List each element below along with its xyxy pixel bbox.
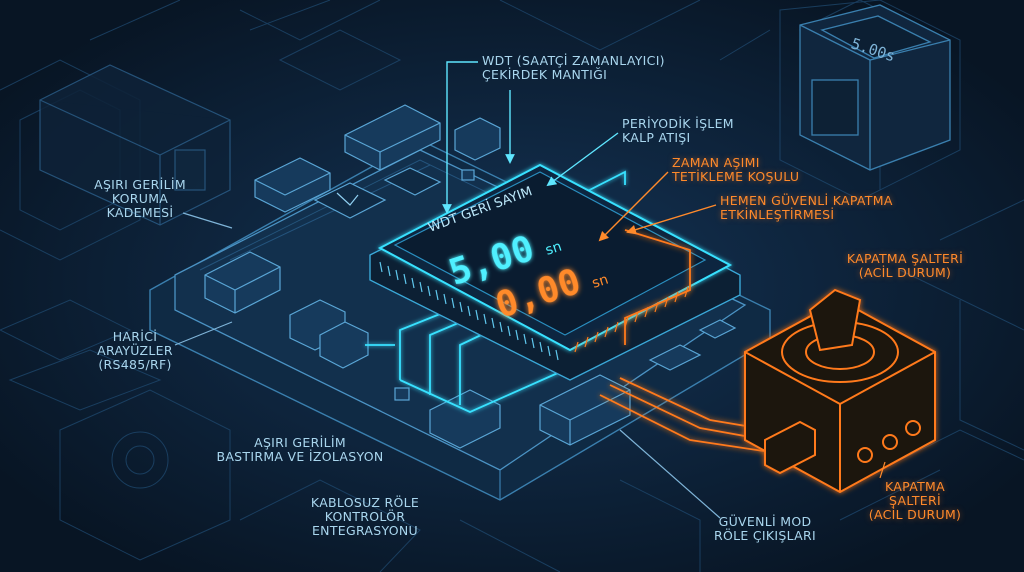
label-timeout-line1: ZAMAN AŞIMI [672,155,760,170]
label-timeout: ZAMAN AŞIMI TETİKLEME KOŞULU [672,156,799,184]
label-heartbeat-line1: PERİYODİK İŞLEM [622,116,734,131]
arrow-safe-mode [619,429,721,519]
kill-switch [744,288,936,494]
background-relay-block [39,64,231,226]
label-wireless-relay-line1: KABLOSUZ RÖLE [310,495,420,510]
timeout-unit: sn [590,272,610,292]
label-external-interfaces-line3: (RS485/RF) [98,357,172,372]
label-overvoltage-stage: AŞIRI GERİLİM KORUMA KADEMESİ [85,178,195,220]
label-safe-mode: GÜVENLİ MOD RÖLE ÇIKIŞLARI [700,515,830,543]
label-suppression: AŞIRI GERİLİM BASTIRMA VE İZOLASYON [200,436,400,464]
arrow-timeout [598,171,669,242]
label-timeout-line2: TETİKLEME KOŞULU [672,169,800,184]
label-kill-switch-top: KAPATMA ŞALTERİ (ACİL DURUM) [835,252,975,280]
label-external-interfaces-line1: HARİCİ [112,329,158,344]
label-wireless-relay: KABLOSUZ RÖLE KONTROLÖR ENTEGRASYONU [295,496,435,538]
arrow-external [174,321,233,346]
leader-arrows [174,61,886,519]
label-heartbeat-line2: KALP ATIŞI [622,130,691,145]
arrow-overvoltage [182,212,233,229]
label-overvoltage-stage-line3: KADEMESİ [106,205,174,220]
label-suppression-line1: AŞIRI GERİLİM [254,435,346,450]
label-kill-switch-bottom-line3: (ACİL DURUM) [868,507,962,522]
label-wireless-relay-line2: KONTROLÖR [324,509,406,524]
label-kill-switch-top-line1: KAPATMA ŞALTERİ [846,251,964,266]
label-overvoltage-stage-line2: KORUMA [111,191,169,206]
label-suppression-line2: BASTIRMA VE İZOLASYON [216,449,384,464]
display-screen [393,171,707,336]
kill-switch-lever [808,288,862,352]
label-overvoltage-stage-line1: AŞIRI GERİLİM [94,177,186,192]
label-kill-switch-bottom: KAPATMA ŞALTERİ (ACİL DURUM) [855,480,975,522]
arrow-wdt-core [442,61,478,214]
arrow-heartbeat [546,132,619,187]
label-safe-mode-line2: RÖLE ÇIKIŞLARI [714,528,816,543]
arrow-shutdown [626,204,717,235]
label-wdt-core-line2: ÇEKİRDEK MANTIĞI [482,67,608,82]
label-safe-mode-line1: GÜVENLİ MOD [718,514,812,529]
label-kill-switch-bottom-line2: ŞALTERİ [889,493,941,508]
label-heartbeat: PERİYODİK İŞLEM KALP ATIŞI [622,117,734,145]
label-shutdown-line2: ETKİNLEŞTİRMESİ [720,207,835,222]
countdown-unit: sn [543,239,563,259]
label-external-interfaces-line2: ARAYÜZLER [97,343,173,358]
background-device [799,4,951,171]
label-wdt-core-line1: WDT (SAATÇİ ZAMANLAYICI) [482,53,665,68]
arrow-kill-switch-bottom [879,461,886,479]
label-kill-switch-bottom-line1: KAPATMA [885,479,945,494]
wdt-display-module [369,163,741,381]
label-shutdown: HEMEN GÜVENLİ KAPATMA ETKİNLEŞTİRMESİ [720,194,893,222]
board-components [204,104,737,449]
label-wireless-relay-line3: ENTEGRASYONU [311,523,419,538]
label-shutdown-line1: HEMEN GÜVENLİ KAPATMA [720,193,893,208]
label-external-interfaces: HARİCİ ARAYÜZLER (RS485/RF) [90,330,180,372]
label-kill-switch-top-line2: (ACİL DURUM) [858,265,952,280]
label-wdt-core: WDT (SAATÇİ ZAMANLAYICI) ÇEKİRDEK MANTIĞ… [482,54,665,82]
